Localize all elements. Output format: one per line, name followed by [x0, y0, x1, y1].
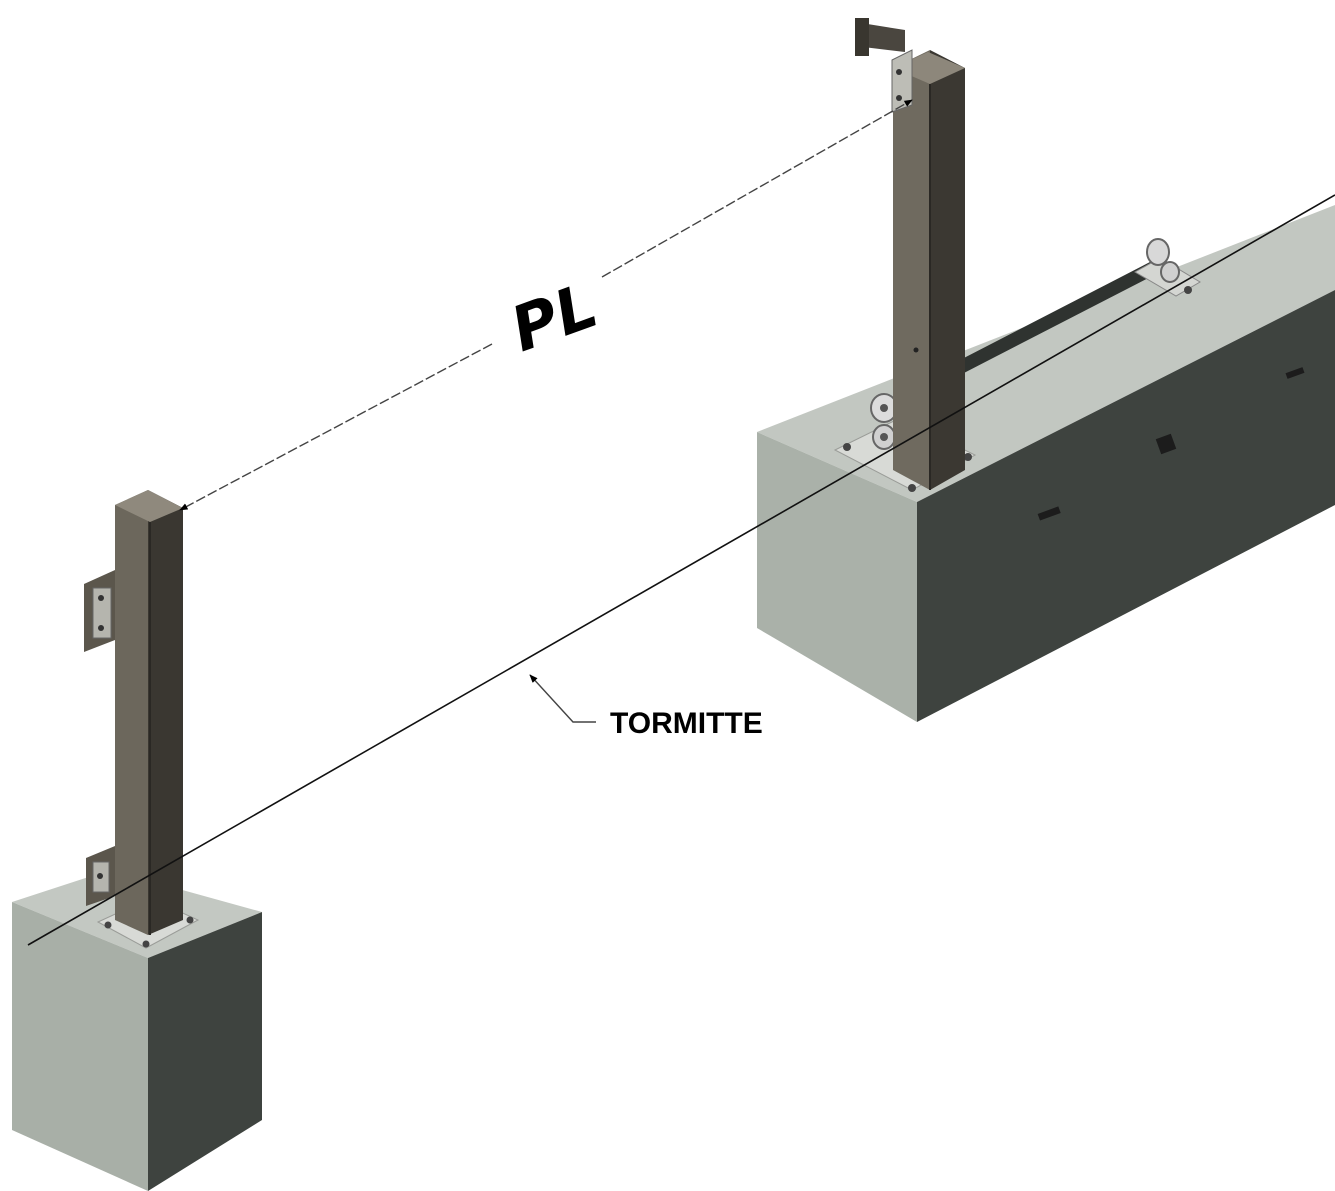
- foundation-mark: [1037, 506, 1061, 521]
- right-post-left-face: [893, 50, 930, 490]
- left-foundation-left-face: [12, 902, 148, 1191]
- right-guide-rail: [960, 238, 1201, 374]
- left-post-upper-bracket: [84, 570, 115, 652]
- tormitte-callout: TORMITTE: [529, 674, 763, 740]
- left-foundation-right-face: [148, 912, 262, 1191]
- left-post-lower-bracket: [86, 846, 115, 906]
- pl-dimension-line-lower: [179, 343, 493, 511]
- left-post-top-face: [115, 490, 183, 522]
- pl-dimension-label: PL: [502, 268, 607, 366]
- foundation-mark: [1155, 433, 1177, 455]
- right-post-top-bracket: [855, 18, 913, 113]
- tormitte-line: [27, 194, 1335, 946]
- left-post-left-face: [115, 490, 148, 935]
- right-foundation-front-face: [917, 290, 1335, 722]
- tormitte-label: TORMITTE: [610, 707, 763, 740]
- left-post: [84, 490, 183, 935]
- tormitte-leader-line: [529, 674, 596, 723]
- right-post: [855, 18, 965, 490]
- pl-dimension-line-upper: [601, 99, 913, 278]
- foundation-mark: [1285, 367, 1305, 379]
- left-concrete-foundation: [12, 870, 262, 1191]
- right-concrete-foundation: [757, 205, 1335, 722]
- right-post-right-face: [930, 50, 965, 490]
- left-post-right-face: [148, 490, 183, 935]
